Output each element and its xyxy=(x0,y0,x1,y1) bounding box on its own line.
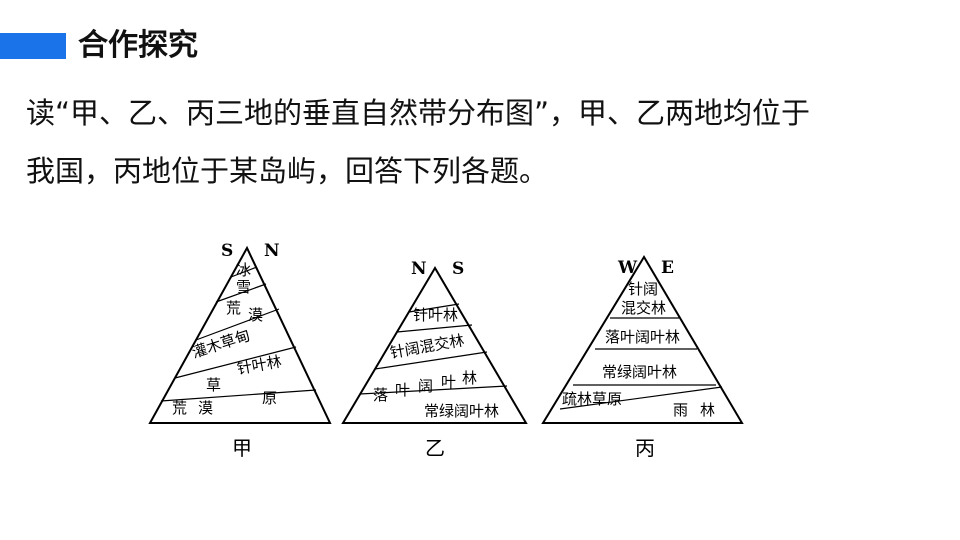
diagram-label: 乙 xyxy=(425,436,445,460)
zone-label: 漠 xyxy=(248,306,263,324)
zone-boundary xyxy=(396,324,473,333)
zone-boundary xyxy=(174,346,297,379)
zone-label: 林 xyxy=(700,401,715,419)
direction-right: N xyxy=(264,241,280,261)
zone-label: 林 xyxy=(462,369,477,387)
mountain-outline xyxy=(341,266,528,424)
diagram-bing: W E 针阔 混交林 落叶阔叶林 常绿阔叶林 疏林草原 雨 林 丙 xyxy=(541,255,744,460)
zone-boundary xyxy=(215,283,267,303)
zone-boundary xyxy=(559,386,723,410)
zone-label: 疏林草原 xyxy=(562,390,622,408)
direction-left: S xyxy=(221,241,233,261)
diagram-jia: S N 冰 雪 荒 漠 灌木草甸 针叶林 草 原 荒 漠 甲 xyxy=(148,241,332,460)
zone-label: 落 xyxy=(373,386,388,404)
zone-boundary xyxy=(230,266,258,278)
mountain-outline xyxy=(148,245,332,424)
zone-boundary xyxy=(408,303,460,313)
diagram-label: 甲 xyxy=(232,436,252,460)
zone-label: 灌木草甸 xyxy=(190,326,253,362)
zone-label: 原 xyxy=(262,389,277,407)
direction-left: N xyxy=(411,259,427,279)
zone-label: 叶 xyxy=(395,381,410,399)
zone-label: 落叶阔叶林 xyxy=(605,328,680,346)
zone-boundary xyxy=(374,351,488,370)
zone-label: 针叶林 xyxy=(413,306,458,324)
question-line-2: 我国，丙地位于某岛屿，回答下列各题。 xyxy=(26,154,549,188)
zone-boundary xyxy=(359,385,508,395)
zone-label: 阔 xyxy=(418,377,433,395)
zone-label: 叶 xyxy=(441,373,456,391)
zone-label: 雪 xyxy=(236,278,251,296)
diagram-label: 丙 xyxy=(635,436,655,460)
zone-label: 荒 xyxy=(172,399,187,417)
zone-label: 混交林 xyxy=(621,299,666,317)
section-title: 合作探究 xyxy=(78,28,198,63)
direction-left: W xyxy=(617,258,638,278)
zone-boundary xyxy=(195,308,280,341)
diagram-yi: N S 针叶林 针阔混交林 落 叶 阔 叶 林 常绿阔叶林 乙 xyxy=(341,259,528,460)
zone-label: 常绿阔叶林 xyxy=(602,363,677,381)
zone-label: 漠 xyxy=(198,399,213,417)
zone-label: 荒 xyxy=(226,299,241,317)
zone-label: 常绿阔叶林 xyxy=(424,402,499,420)
question-line-1: 读“甲、乙、丙三地的垂直自然带分布图”，甲、乙两地均位于 xyxy=(26,96,811,130)
direction-right: E xyxy=(661,258,674,278)
accent-bar xyxy=(0,33,66,59)
question-text: 读“甲、乙、丙三地的垂直自然带分布图”，甲、乙两地均位于 我国，丙地位于某岛屿，… xyxy=(26,84,941,200)
zone-label: 针叶林 xyxy=(236,352,283,378)
zone-label: 雨 xyxy=(673,401,688,419)
zone-label: 草 xyxy=(206,376,221,394)
zone-label: 冰 xyxy=(236,261,251,279)
zone-boundary xyxy=(160,389,317,402)
zone-label: 针阔 xyxy=(628,280,658,298)
direction-right: S xyxy=(452,259,464,279)
mountain-outline xyxy=(541,255,744,424)
